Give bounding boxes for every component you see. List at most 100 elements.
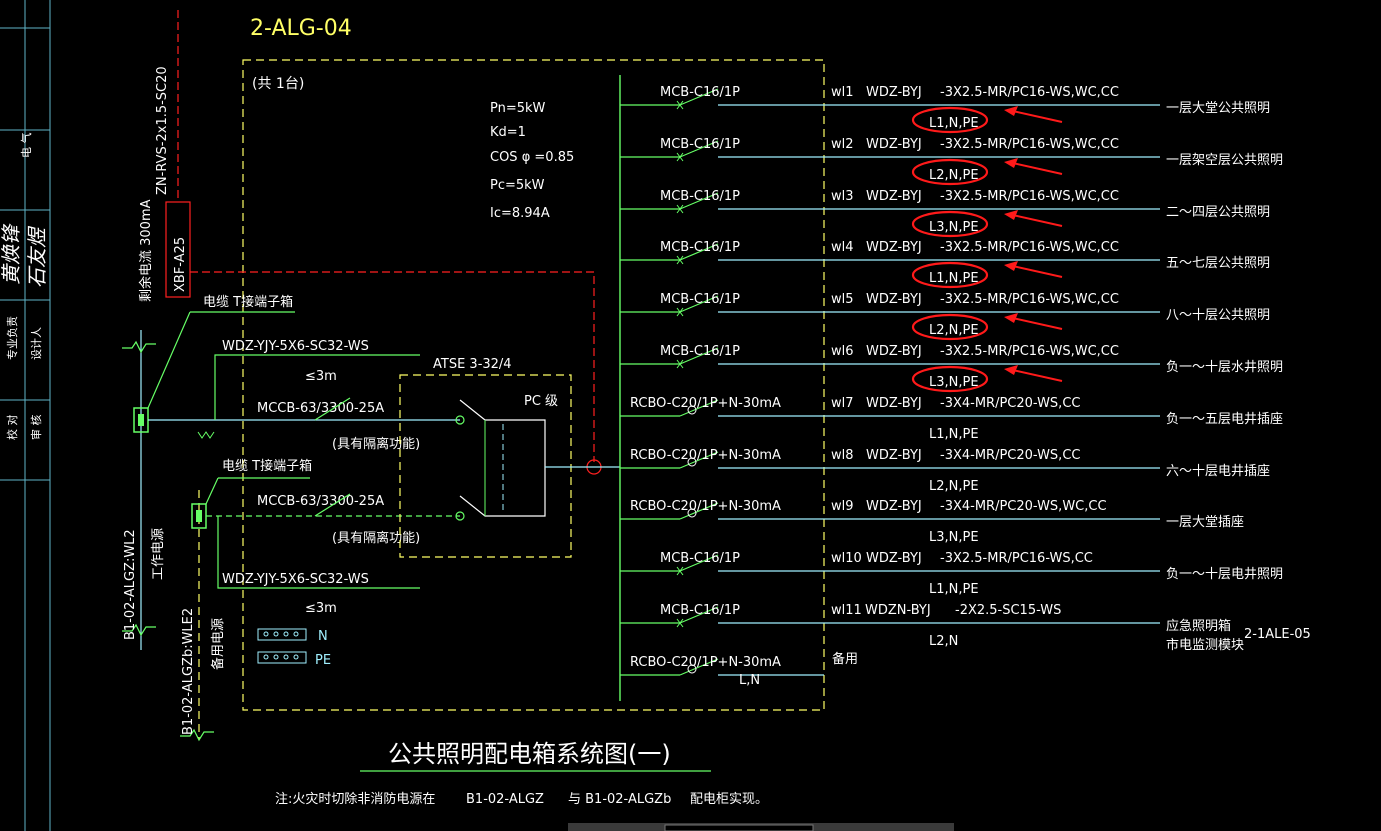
residual-current-device [165,201,191,298]
mcb-symbol [676,204,684,214]
circuit-phase: L3,N,PE [929,220,979,235]
param-pc: Pc=5kW [490,178,545,193]
circuit-phase: L3,N,PE [929,375,979,390]
leader-line [214,354,420,420]
title-block-cell: 校 对 [5,415,19,441]
signature-2: 石友煜 [25,225,49,288]
signature-1: 黄焕锋 [0,223,23,285]
annotation-arrow-icon [1007,109,1063,123]
arrow-head-icon [1004,106,1018,116]
circuit-cable-spec: -3X2.5-MR/PC16-WS,WC,CC [940,292,1119,307]
mccb-1-switch [314,397,351,421]
circuit-phase: L1,N,PE [929,427,979,442]
circuit-cable-type: WDZ-BYJ [866,292,922,307]
title-block-cell: 审 核 [29,415,43,441]
title-block-cell: 设计人 [30,327,43,360]
control-signal-line [190,271,595,462]
breaker-rating: RCBO-C20/1P+N-30mA [630,396,781,411]
circuit-id: wl1 [831,85,854,100]
param-pn: Pn=5kW [490,101,546,116]
circuit-cable-spec: -3X2.5-MR/PC16-WS,WC,CC [940,344,1119,359]
mcb-symbol [676,359,684,369]
circuit-cable-type: WDZ-BYJ [866,240,922,255]
incoming-cable-2: WDZ-YJY-5X6-SC32-WS [222,572,369,587]
circuit-cable-type: WDZ-BYJ [866,551,922,566]
scrollbar-thumb[interactable] [664,824,814,831]
breaker-switch [679,88,719,106]
circuit-load: 负一～十层电井照明 [1166,567,1283,582]
circuit-cable-type: WDZ-BYJ [866,189,922,204]
arrow-head-icon [1004,158,1018,168]
break-mark-icon [122,340,156,354]
cabinet-outline [242,59,825,711]
pe-bus-label: PE [315,653,331,668]
circuit-cable-spec: -2X2.5-SC15-WS [955,603,1061,618]
pe-bus-bar [257,651,307,664]
mccb-2-label: MCCB-63/3300-25A [257,494,384,509]
circuit-cable-spec: -3X2.5-MR/PC16-WS,CC [940,551,1093,566]
circuit-load: 一层大堂插座 [1166,515,1244,530]
breaker-switch [679,347,719,365]
quantity-note: (共 1台) [252,76,304,92]
phase-highlight-circle [911,313,989,341]
note-conj: 与 B1-02-ALGZb [568,792,671,807]
breaker-switch [679,399,719,417]
phase-highlight-circle [911,365,989,393]
breaker-rating: RCBO-C20/1P+N-30mA [630,499,781,514]
atse-contact [455,415,465,425]
annotation-arrow-icon [1007,161,1063,175]
mcb-symbol [676,152,684,162]
drawing-code: 2-ALG-04 [250,16,352,41]
circuit-cable-spec: -3X2.5-MR/PC16-WS,WC,CC [940,189,1119,204]
work-power-label: 工作电源 [151,528,166,580]
circuit-cable-type: WDZ-BYJ [866,344,922,359]
mccb-1-label: MCCB-63/3300-25A [257,401,384,416]
arrow-head-icon [1004,313,1018,323]
breaker-switch [679,451,719,469]
atse-box [399,374,572,558]
title-block-cell: 专业负责 [5,316,19,360]
circuit-id: wl8 [831,448,854,463]
rcbo-symbol [687,664,697,674]
circuit-cable-type: WDZ-BYJ [866,499,922,514]
circuit-cable-spec: -3X2.5-MR/PC16-WS,WC,CC [940,240,1119,255]
rcbo-symbol [687,405,697,415]
isolation-1: (具有隔离功能) [332,436,420,452]
breaker-switch [679,554,719,572]
circuit-cable-spec: -3X2.5-MR/PC16-WS,WC,CC [940,137,1119,152]
incoming-length-1: ≤3m [305,369,337,384]
circuit-load: 一层大堂公共照明 [1166,101,1270,116]
breaker-rating: MCB-C16/1P [660,292,740,307]
circuit-load: 六～十层电井插座 [1166,464,1270,479]
circuit-phase: L2,N,PE [929,323,979,338]
backup-power-label: 备用电源 [210,618,226,670]
note-suffix: 配电柜实现。 [690,792,768,807]
rcbo-symbol [687,508,697,518]
circuit-id: wl9 [831,499,854,514]
circuit-phase: L1,N,PE [929,116,979,131]
breaker-rating: RCBO-C20/1P+N-30mA [630,655,781,670]
circuit-id: wl5 [831,292,854,307]
arrow-head-icon [1004,210,1018,220]
circuit-id: wl7 [831,396,854,411]
rcbo-symbol [687,457,697,467]
circuit-cable-type: WDZN-BYJ [865,603,931,618]
param-kd: Kd=1 [490,125,526,140]
cable-mark-icon [197,431,215,439]
atse-contact [455,511,465,521]
work-power-source: B1-02-ALGZ:WL2 [123,529,138,640]
circuit-reference: 2-1ALE-05 [1244,627,1311,642]
residual-device-label: XBF-A25 [173,237,188,292]
control-cable-label: ZN-RVS-2x1.5-SC20 [155,66,170,195]
breaker-rating: MCB-C16/1P [660,189,740,204]
mcb-symbol [676,307,684,317]
breaker-rating: RCBO-C20/1P+N-30mA [630,448,781,463]
incoming-cable-1: WDZ-YJY-5X6-SC32-WS [222,339,369,354]
annotation-arrow-icon [1007,316,1063,330]
circuit-id: wl6 [831,344,854,359]
breaker-switch [679,658,719,676]
residual-current-label: 剩余电流 300mA [138,199,154,302]
note-cabinet-1: B1-02-ALGZ [466,792,544,807]
